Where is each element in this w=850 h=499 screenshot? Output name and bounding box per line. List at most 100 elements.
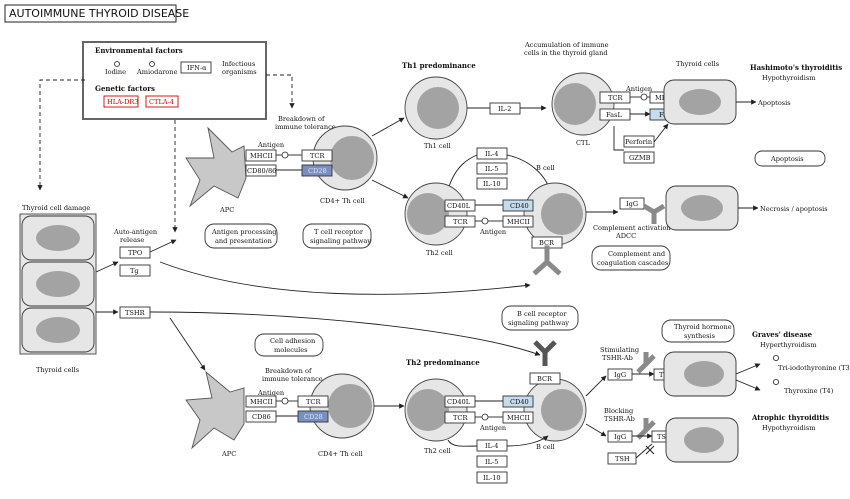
igg-block-label[interactable]: IgG: [614, 433, 626, 441]
fasl-gene[interactable]: FasL: [599, 108, 631, 121]
hla-dr3-label[interactable]: HLA-DR3: [107, 98, 139, 106]
cd80-86-gene[interactable]: CD80/86: [245, 164, 277, 177]
il-5-top-gene[interactable]: IL-5: [476, 162, 508, 175]
igg-stim-label[interactable]: IgG: [614, 371, 626, 379]
complement-cascades-box[interactable]: Complement and coagulation cascades: [591, 245, 671, 271]
antigen-processing-label-2[interactable]: and presentation: [215, 237, 273, 245]
bcr-pathway-label-2[interactable]: signaling pathway: [508, 319, 569, 327]
il-10-top-gene[interactable]: IL-10: [476, 177, 508, 190]
tcr-th2-bottom-label[interactable]: TCR: [453, 414, 468, 422]
ifn-alpha-label[interactable]: IFN-α: [187, 64, 207, 72]
ctla-4-gene[interactable]: CTLA-4: [145, 95, 179, 108]
mhcii-bottom-gene[interactable]: MHCII: [245, 395, 277, 408]
hormone-synthesis-label-2[interactable]: synthesis: [684, 332, 716, 340]
il-10-bottom-label[interactable]: IL-10: [483, 474, 501, 482]
apoptosis-box-label[interactable]: Apoptosis: [770, 155, 804, 163]
cd40-bottom-gene[interactable]: CD40: [502, 395, 534, 408]
hormone-synthesis-box[interactable]: Thyroid hormone synthesis: [661, 319, 735, 343]
gzmb-gene[interactable]: GZMB: [623, 151, 655, 164]
cd40-bottom-label[interactable]: CD40: [510, 398, 529, 406]
cd40-top-label[interactable]: CD40: [510, 202, 529, 210]
cd86-label[interactable]: CD86: [252, 413, 271, 421]
tpo-gene[interactable]: TPO: [119, 246, 151, 259]
mhcii-top-gene[interactable]: MHCII: [245, 149, 277, 162]
mhcii-th2-top-gene[interactable]: MHCII: [502, 215, 534, 228]
tcr-ctl-label[interactable]: TCR: [608, 94, 623, 102]
tcr-th2-top-label[interactable]: TCR: [453, 218, 468, 226]
tg-gene[interactable]: Tg: [119, 264, 151, 277]
antigen-processing-label-1[interactable]: Antigen processing: [211, 228, 277, 236]
il-2-label[interactable]: IL-2: [498, 105, 511, 113]
gzmb-label[interactable]: GZMB: [629, 154, 651, 162]
cd40-top-gene[interactable]: CD40: [502, 199, 534, 212]
cd40l-bottom-label[interactable]: CD40L: [447, 398, 471, 406]
mhcii-top-label[interactable]: MHCII: [250, 152, 273, 160]
tpo-label[interactable]: TPO: [128, 249, 143, 257]
il-5-top-label[interactable]: IL-5: [485, 165, 498, 173]
mhcii-th2-bottom-label[interactable]: MHCII: [507, 414, 530, 422]
mhcii-th2-top-label[interactable]: MHCII: [507, 218, 530, 226]
cd28-bottom-gene[interactable]: CD28: [297, 410, 329, 423]
il-4-bottom-gene[interactable]: IL-4: [476, 439, 508, 452]
bcr-bottom-gene[interactable]: BCR: [529, 372, 561, 385]
cd80-86-label[interactable]: CD80/86: [247, 167, 276, 175]
cascade-label-2[interactable]: coagulation cascades: [597, 259, 669, 267]
tcr-bottom-gene[interactable]: TCR: [297, 395, 329, 408]
fasl-label[interactable]: FasL: [606, 111, 622, 119]
bcr-pathway-label-1[interactable]: B cell receptor: [517, 310, 567, 318]
tsh-label[interactable]: TSH: [615, 455, 630, 463]
il-5-bottom-gene[interactable]: IL-5: [476, 455, 508, 468]
ctla-4-label[interactable]: CTLA-4: [149, 98, 174, 106]
bcr-top-label[interactable]: BCR: [539, 239, 555, 247]
arrow-to-th2: [371, 179, 409, 199]
cd28-bottom-label[interactable]: CD28: [304, 413, 323, 421]
il-4-bottom-label[interactable]: IL-4: [485, 442, 498, 450]
tshr-left-label[interactable]: TSHR: [125, 309, 146, 317]
cascade-label-1[interactable]: Complement and: [608, 250, 666, 258]
tcr-pathway-label-2[interactable]: signaling pathway: [310, 237, 371, 245]
il-4-top-label[interactable]: IL-4: [485, 150, 498, 158]
il-2-gene[interactable]: IL-2: [489, 102, 521, 115]
th1-predominance-label: Th1 predominance: [402, 61, 476, 70]
tcr-top-gene[interactable]: TCR: [301, 149, 333, 162]
cell-adhesion-link[interactable]: Cell adhesion molecules: [254, 333, 324, 357]
mhcii-th2-bottom-gene[interactable]: MHCII: [502, 411, 534, 424]
il-5-bottom-label[interactable]: IL-5: [485, 458, 498, 466]
igg-stim-gene[interactable]: IgG: [607, 368, 633, 381]
tcr-pathway-link[interactable]: T cell receptor signaling pathway: [302, 223, 372, 249]
tcr-bottom-label[interactable]: TCR: [306, 398, 321, 406]
cd86-gene[interactable]: CD86: [245, 410, 277, 423]
ifn-alpha-gene[interactable]: IFN-α: [180, 61, 212, 74]
mhcii-bottom-label[interactable]: MHCII: [250, 398, 273, 406]
tcr-pathway-label-1[interactable]: T cell receptor: [314, 228, 364, 236]
igg-block-gene[interactable]: IgG: [607, 430, 633, 443]
il-10-bottom-gene[interactable]: IL-10: [476, 471, 508, 484]
il-10-top-label[interactable]: IL-10: [483, 180, 501, 188]
perforin-label[interactable]: Perforin: [625, 138, 653, 146]
apoptosis-box[interactable]: Apoptosis: [754, 150, 826, 167]
perforin-gene[interactable]: Perforin: [623, 135, 655, 148]
hormone-synthesis-label-1[interactable]: Thyroid hormone: [674, 323, 732, 331]
cell-adhesion-label-2[interactable]: molecules: [274, 346, 308, 354]
tcr-ctl-gene[interactable]: TCR: [599, 91, 631, 104]
cd4-bottom-label: CD4+ Th cell: [318, 450, 363, 458]
bcr-pathway-link[interactable]: B cell receptor signaling pathway: [501, 305, 579, 331]
tshr-gene-left[interactable]: TSHR: [119, 306, 151, 319]
hla-dr3-gene[interactable]: HLA-DR3: [103, 95, 139, 108]
tcr-th2-bottom-gene[interactable]: TCR: [444, 411, 476, 424]
tcr-th2-top-gene[interactable]: TCR: [444, 215, 476, 228]
cd28-top-gene[interactable]: CD28: [301, 164, 333, 177]
cd40l-top-gene[interactable]: CD40L: [444, 199, 476, 212]
tg-label[interactable]: Tg: [130, 267, 139, 275]
bcr-bottom-label[interactable]: BCR: [537, 375, 553, 383]
igg-top-gene[interactable]: IgG: [619, 197, 645, 210]
cd40l-top-label[interactable]: CD40L: [447, 202, 471, 210]
cell-adhesion-label-1[interactable]: Cell adhesion: [270, 337, 316, 345]
tsh-gene[interactable]: TSH: [607, 452, 637, 465]
il-4-top-gene[interactable]: IL-4: [476, 147, 508, 160]
antigen-processing-box[interactable]: Antigen processing and presentation: [204, 223, 278, 249]
tcr-top-label[interactable]: TCR: [310, 152, 325, 160]
igg-top-label[interactable]: IgG: [626, 200, 638, 208]
cd40l-bottom-gene[interactable]: CD40L: [444, 395, 476, 408]
cd28-top-label[interactable]: CD28: [308, 167, 327, 175]
